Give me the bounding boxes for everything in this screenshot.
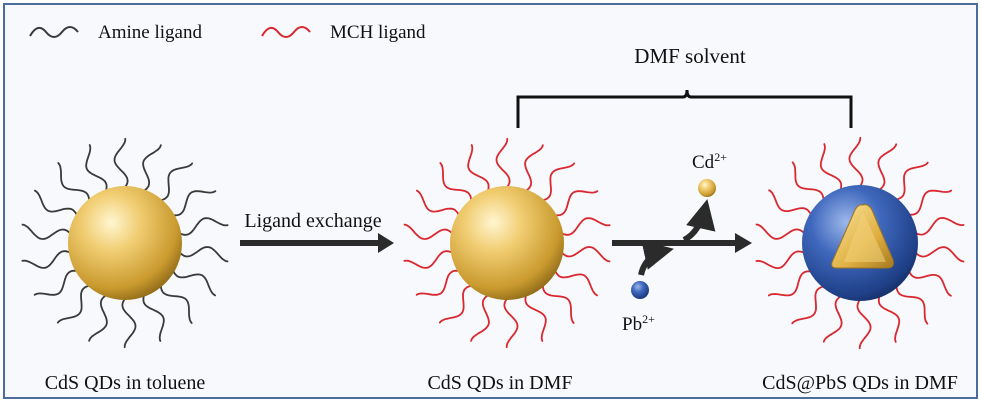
legend-amine-squiggle	[29, 26, 79, 38]
mch-ligand	[495, 137, 511, 192]
amine-ligand	[113, 137, 129, 192]
mch-ligand	[874, 143, 898, 194]
cds-pbs-qd-dmf	[755, 136, 965, 350]
amine-ligand	[33, 269, 83, 296]
amine-ligand	[85, 144, 108, 197]
amine-ligand	[167, 190, 217, 217]
cds-core-left	[68, 186, 182, 300]
legend-mch-squiggle	[261, 26, 311, 38]
cd-release-arrow	[682, 199, 716, 243]
mch-ligand	[911, 246, 965, 263]
mch-ligand	[470, 291, 493, 342]
amine-ligand	[175, 246, 229, 263]
mch-ligand	[791, 161, 825, 206]
legend: Amine ligand MCH ligand	[29, 22, 426, 43]
mch-ligand	[438, 283, 477, 324]
caption-middle: CdS QDs in DMF	[427, 372, 572, 394]
mch-ligand	[541, 280, 575, 324]
amine-ligand	[170, 265, 216, 297]
amine-ligand	[121, 294, 137, 349]
mch-ligand	[791, 284, 830, 325]
pb-uptake-arrow	[638, 240, 674, 276]
mch-ligands-right	[755, 136, 965, 350]
mch-ligand	[903, 189, 953, 216]
pb-ion: Pb2+	[622, 281, 655, 335]
mch-ligand	[755, 223, 809, 240]
pb-ion-label: Pb2+	[622, 312, 655, 335]
mch-ligand	[822, 292, 846, 343]
mch-ligand	[877, 290, 901, 343]
cd-ion: Cd2+	[692, 150, 727, 197]
mch-ligand	[755, 250, 810, 270]
mch-ligand	[537, 162, 576, 203]
amine-ligands	[21, 137, 229, 349]
mch-ligand	[552, 265, 598, 297]
ligand-exchange-arrow: Ligand exchange	[240, 210, 394, 253]
mch-ligand	[910, 216, 965, 236]
amine-ligand	[21, 250, 76, 269]
mch-ligand	[549, 190, 599, 217]
mch-ligand	[556, 217, 611, 236]
dmf-solvent-bracket: DMF solvent	[516, 44, 853, 128]
legend-mch-label: MCH ligand	[330, 22, 426, 43]
amine-ligand	[142, 289, 165, 342]
cation-exchange-arrow	[612, 199, 752, 276]
amine-ligand	[57, 162, 91, 206]
mch-ligand	[403, 250, 458, 269]
mch-ligand	[890, 161, 929, 202]
mch-ligand	[415, 269, 465, 296]
cd-ion-sphere	[698, 179, 716, 197]
legend-amine-label: Amine ligand	[98, 22, 202, 43]
mch-ligand	[895, 280, 929, 325]
mch-ligand	[906, 266, 952, 297]
amine-ligand	[174, 217, 229, 236]
cds-qd-toluene	[21, 137, 229, 349]
caption-right: CdS@PbS QDs in DMF	[762, 372, 958, 394]
dmf-solvent-label: DMF solvent	[634, 44, 746, 68]
amine-ligand	[34, 189, 80, 221]
amine-ligand	[155, 162, 194, 203]
amine-ligand	[159, 280, 193, 324]
amine-ligand	[88, 291, 111, 342]
mch-ligand	[767, 270, 817, 297]
mch-ligand	[467, 144, 490, 197]
mch-ligand	[848, 136, 864, 191]
caption-left: CdS QDs in toluene	[45, 372, 206, 394]
mch-ligand	[503, 294, 519, 349]
cds-qd-dmf	[403, 137, 611, 349]
mch-ligand	[403, 223, 457, 240]
mch-ligand	[521, 144, 544, 195]
amine-ligand	[56, 283, 95, 324]
ligand-exchange-label: Ligand exchange	[244, 210, 381, 232]
mch-ligand	[856, 295, 872, 350]
amine-ligand	[139, 144, 162, 195]
mch-ligand	[524, 289, 547, 342]
mch-ligand	[819, 143, 843, 196]
cd-ion-label: Cd2+	[692, 150, 727, 173]
mch-ligand	[416, 189, 462, 221]
mch-ligand	[557, 246, 611, 263]
pb-ion-sphere	[631, 281, 649, 299]
mch-ligand	[768, 189, 814, 220]
cds-core-middle	[450, 186, 564, 300]
mch-ligands-middle	[403, 137, 611, 349]
mch-ligand	[439, 162, 473, 206]
amine-ligand	[21, 223, 75, 240]
